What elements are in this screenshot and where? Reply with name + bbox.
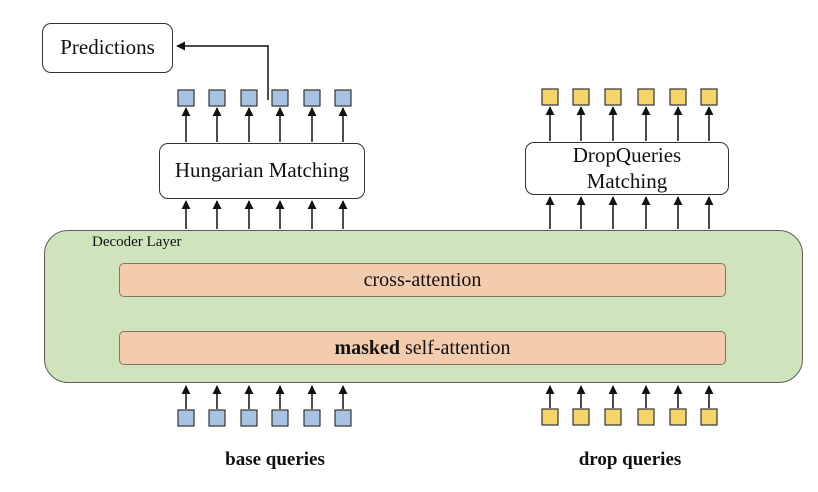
drop-output-query-square [604,88,622,106]
masked-keyword: masked [334,336,401,359]
base-input-query-square [240,409,258,427]
drop-input-query-square [669,408,687,426]
base-output-query-square [208,89,226,107]
dropqueries-matching-label: DropQueries Matching [572,143,682,193]
base-output-query-square [177,89,195,107]
self-attention-label: self-attention [405,336,511,359]
base-input-query-square [303,409,321,427]
cross-attention-block: cross-attention [119,263,726,297]
base-queries-caption: base queries [225,449,325,470]
drop-output-query-square [541,88,559,106]
dropqueries-matching-box: DropQueries Matching [525,142,729,195]
drop-input-query-square [572,408,590,426]
hungarian-matching-label: Hungarian Matching [174,158,350,183]
drop-input-query-square [700,408,718,426]
predictions-box: Predictions [42,23,173,73]
decoder-layer-label: Decoder Layer [92,234,182,250]
cross-attention-label: cross-attention [363,268,482,291]
drop-input-query-square [637,408,655,426]
predictions-arrow [176,41,269,100]
base-output-query-square [240,89,258,107]
base-output-query-square [334,89,352,107]
drop-output-query-square [669,88,687,106]
base-input-query-square [271,409,289,427]
predictions-label: Predictions [60,35,155,60]
drop-input-query-square [604,408,622,426]
base-output-query-square [271,89,289,107]
base-input-query-square [177,409,195,427]
base-input-query-square [208,409,226,427]
drop-input-query-square [541,408,559,426]
base-output-query-square [303,89,321,107]
drop-output-query-square [572,88,590,106]
drop-output-query-square [637,88,655,106]
base-input-query-square [334,409,352,427]
hungarian-matching-box: Hungarian Matching [159,143,365,199]
drop-output-query-square [700,88,718,106]
masked-self-attention-block: masked self-attention [119,331,726,365]
drop-queries-caption: drop queries [578,449,682,470]
